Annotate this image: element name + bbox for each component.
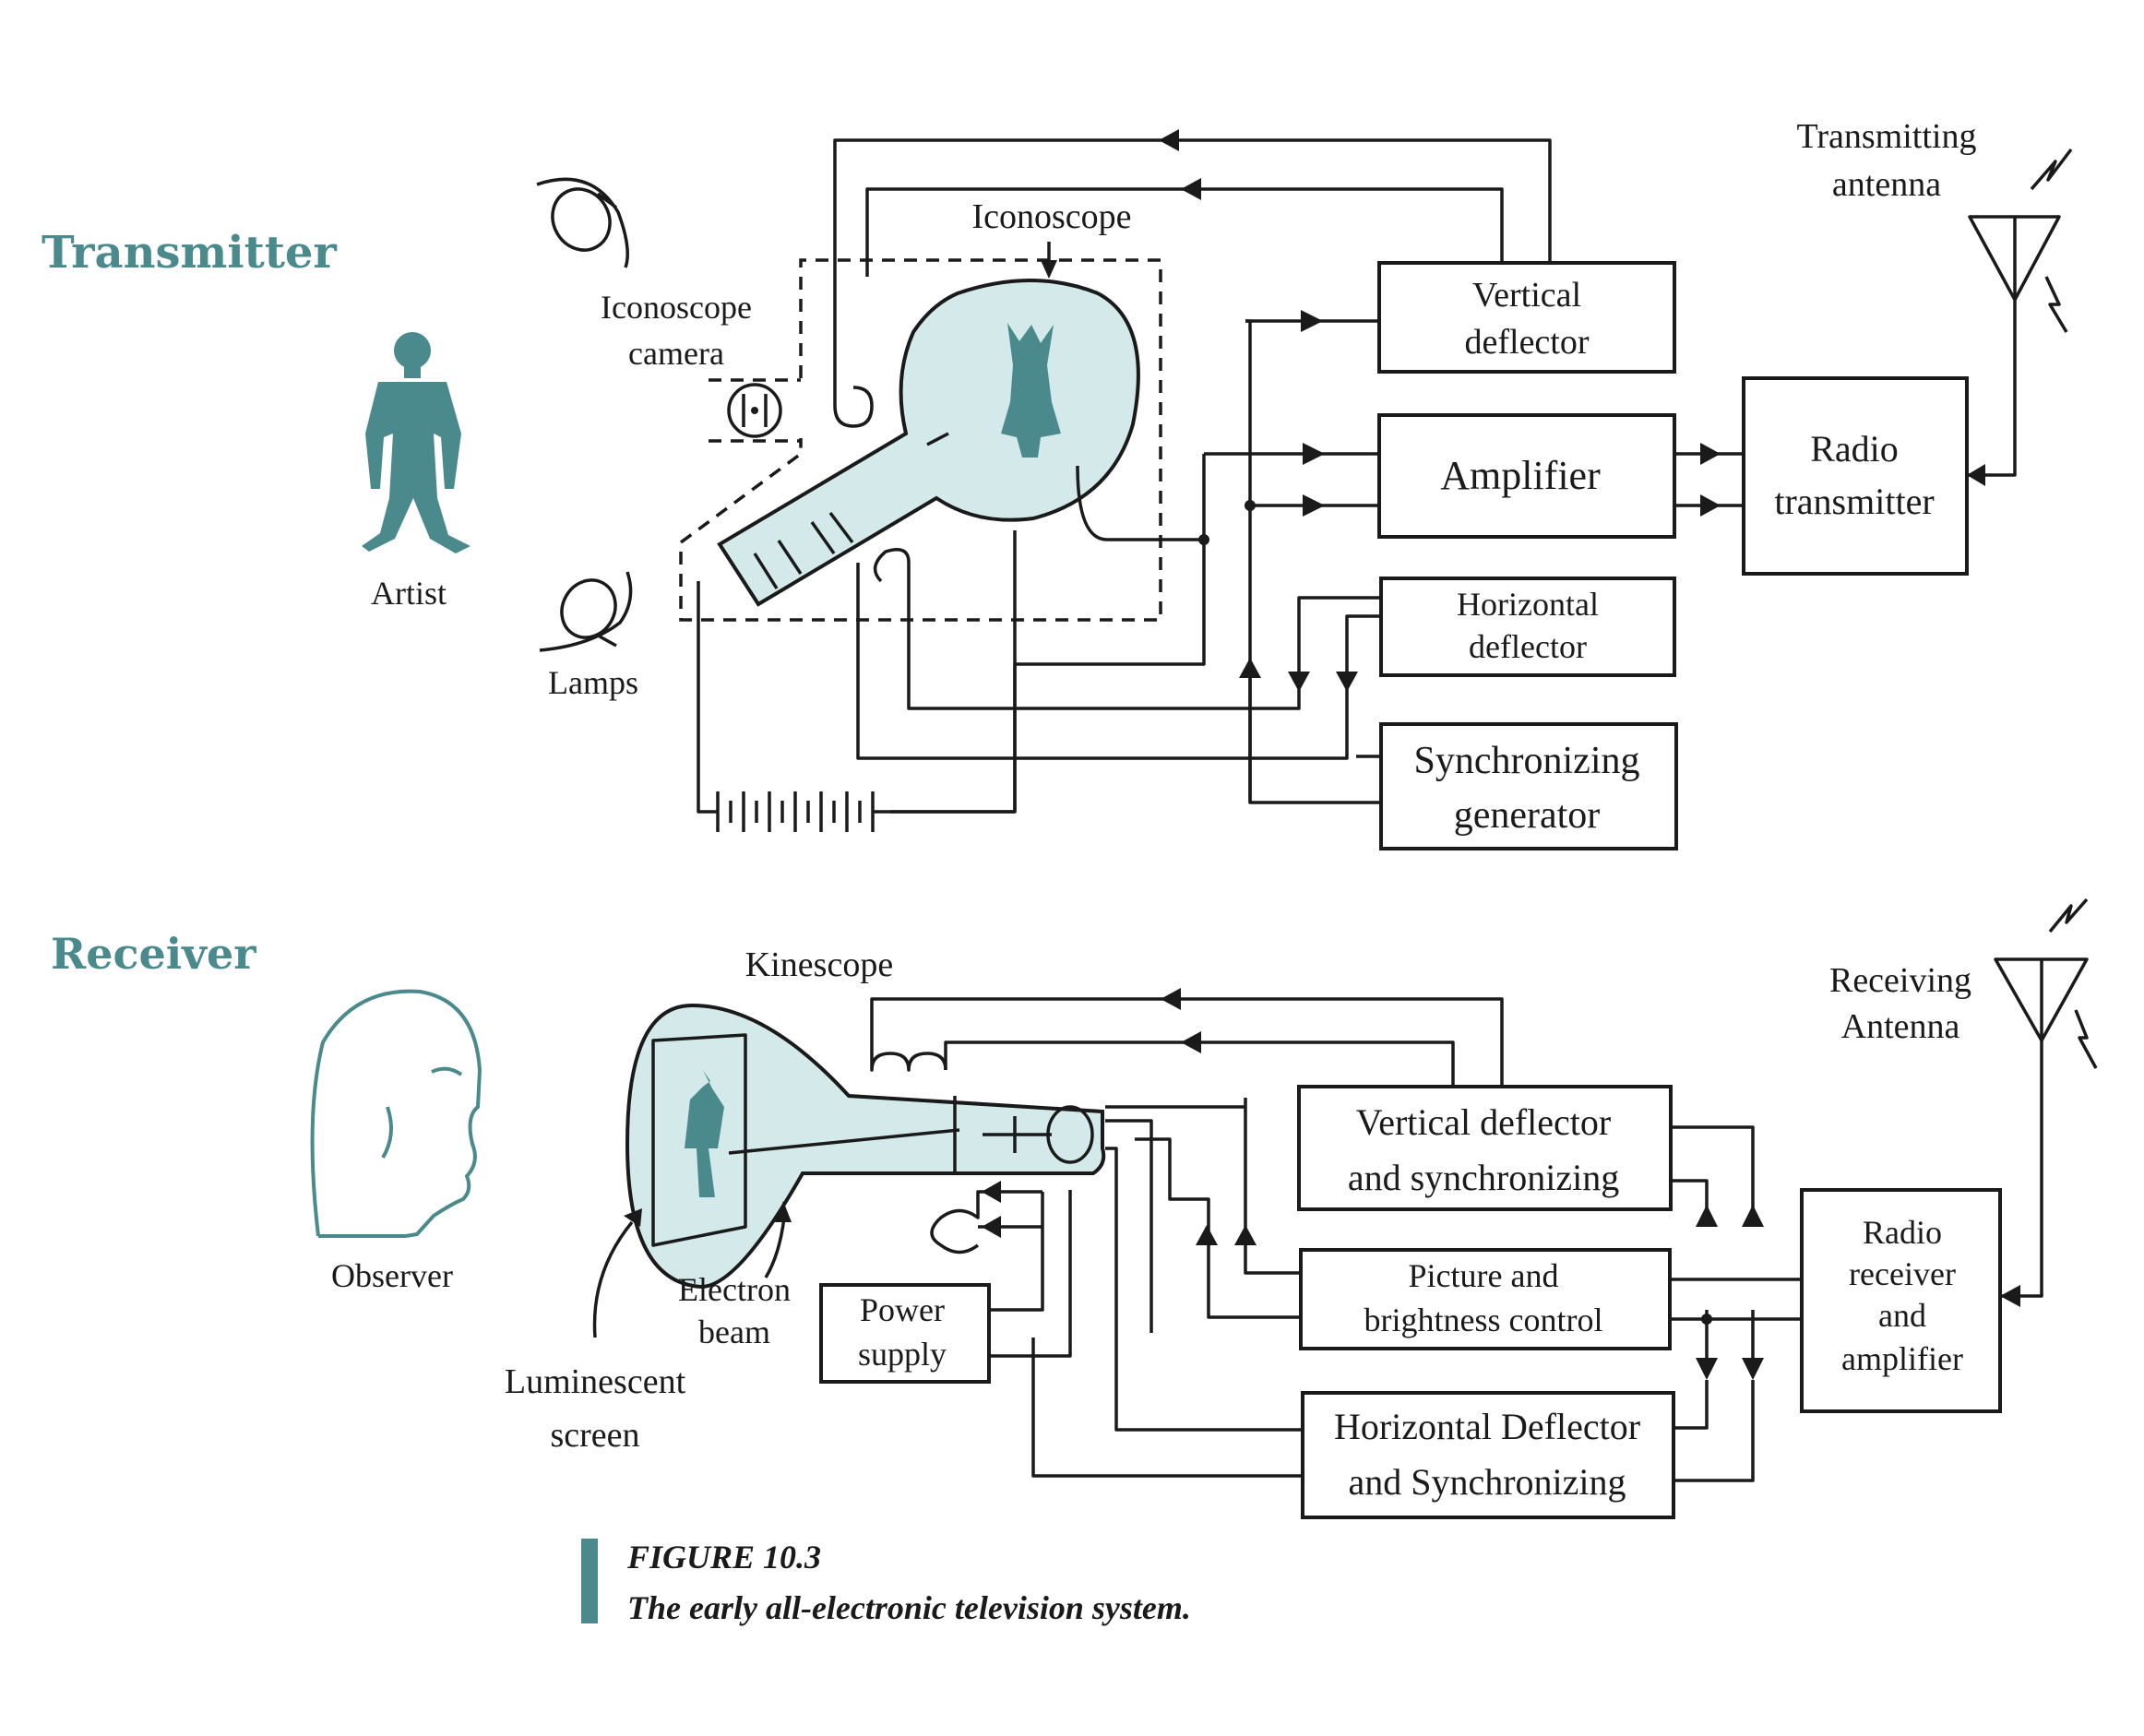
transmitter-wiring [697,129,2017,832]
power-supply-box [819,1283,991,1384]
vertical-deflector-box [1377,261,1676,374]
radio-receiver-line4: amplifier [1841,1340,1963,1377]
transmitter-section-title: Transmitter [42,227,337,279]
radio-receiver-line1: Radio [1863,1214,1942,1251]
figure-number: FIGURE 10.3 [626,1539,821,1575]
amplifier-label: Amplifier [1440,453,1601,498]
rx-vertical-deflector-line1: Vertical deflector [1356,1101,1612,1143]
iconoscope-tube [717,279,1140,607]
sync-generator-box [1379,722,1678,850]
electron-beam-line2: beam [698,1314,770,1350]
receiving-antenna-line1: Receiving [1829,961,1971,1000]
transmitting-antenna-line1: Transmitting [1797,117,1977,156]
caption-accent-bar [581,1539,598,1623]
power-supply-line2: supply [858,1336,947,1373]
camera-lens-icon [727,383,782,438]
horizontal-deflector-line2: deflector [1469,628,1587,665]
horizontal-deflector-line1: Horizontal [1457,586,1599,623]
transmitting-antenna-icon [1968,148,2073,364]
radio-receiver-box [1800,1188,2002,1413]
receiver-wiring [870,988,2043,1482]
radio-transmitter-box [1742,376,1969,576]
radio-receiver-line3: and [1878,1297,1926,1334]
figure-caption: The early all-electronic television syst… [627,1589,1191,1626]
lower-lamp-icon [539,571,633,652]
power-supply-line1: Power [860,1291,945,1328]
kinescope-label: Kinescope [745,945,893,984]
rx-vertical-deflector-box [1297,1085,1673,1211]
camera-enclosure [679,258,1162,622]
luminescent-screen-line1: Luminescent [505,1362,686,1401]
rx-horizontal-deflector-box [1301,1391,1675,1519]
upper-lamp-icon [536,177,629,268]
picture-control-line2: brightness control [1364,1302,1603,1338]
lamps-label: Lamps [548,664,638,701]
radio-transmitter-line2: transmitter [1774,481,1934,522]
horizontal-deflector-box [1379,577,1676,677]
receiving-antenna-line2: Antenna [1841,1007,1960,1046]
transmitting-antenna-line2: antenna [1832,165,1941,204]
sync-generator-line1: Synchronizing [1414,740,1640,782]
camera-label-line1: Iconoscope [601,289,752,326]
electron-beam-line1: Electron [678,1271,791,1308]
artist-figure [362,332,470,553]
rx-vertical-deflector-line2: and synchronizing [1348,1157,1619,1198]
iconoscope-label: Iconoscope [971,197,1131,236]
receiving-antenna-icon [1994,898,2098,1291]
vertical-deflector-line2: deflector [1464,323,1589,362]
camera-label-line2: camera [628,335,724,372]
amplifier-box [1377,413,1676,539]
kinescope-tube [625,1003,1106,1290]
picture-control-line1: Picture and [1409,1257,1559,1294]
artist-label: Artist [371,575,447,612]
luminescent-screen-line2: screen [550,1416,639,1455]
radio-transmitter-line1: Radio [1810,428,1899,470]
sync-generator-line2: generator [1454,794,1601,837]
rx-horizontal-deflector-line2: and Synchronizing [1348,1461,1626,1503]
vertical-deflector-line1: Vertical [1472,276,1581,315]
observer-head-icon [310,989,482,1238]
rx-horizontal-deflector-line1: Horizontal Deflector [1334,1406,1640,1447]
observer-label: Observer [331,1257,453,1294]
picture-control-box [1299,1248,1672,1350]
radio-receiver-line2: receiver [1849,1255,1956,1292]
receiver-section-title: Receiver [51,929,256,979]
